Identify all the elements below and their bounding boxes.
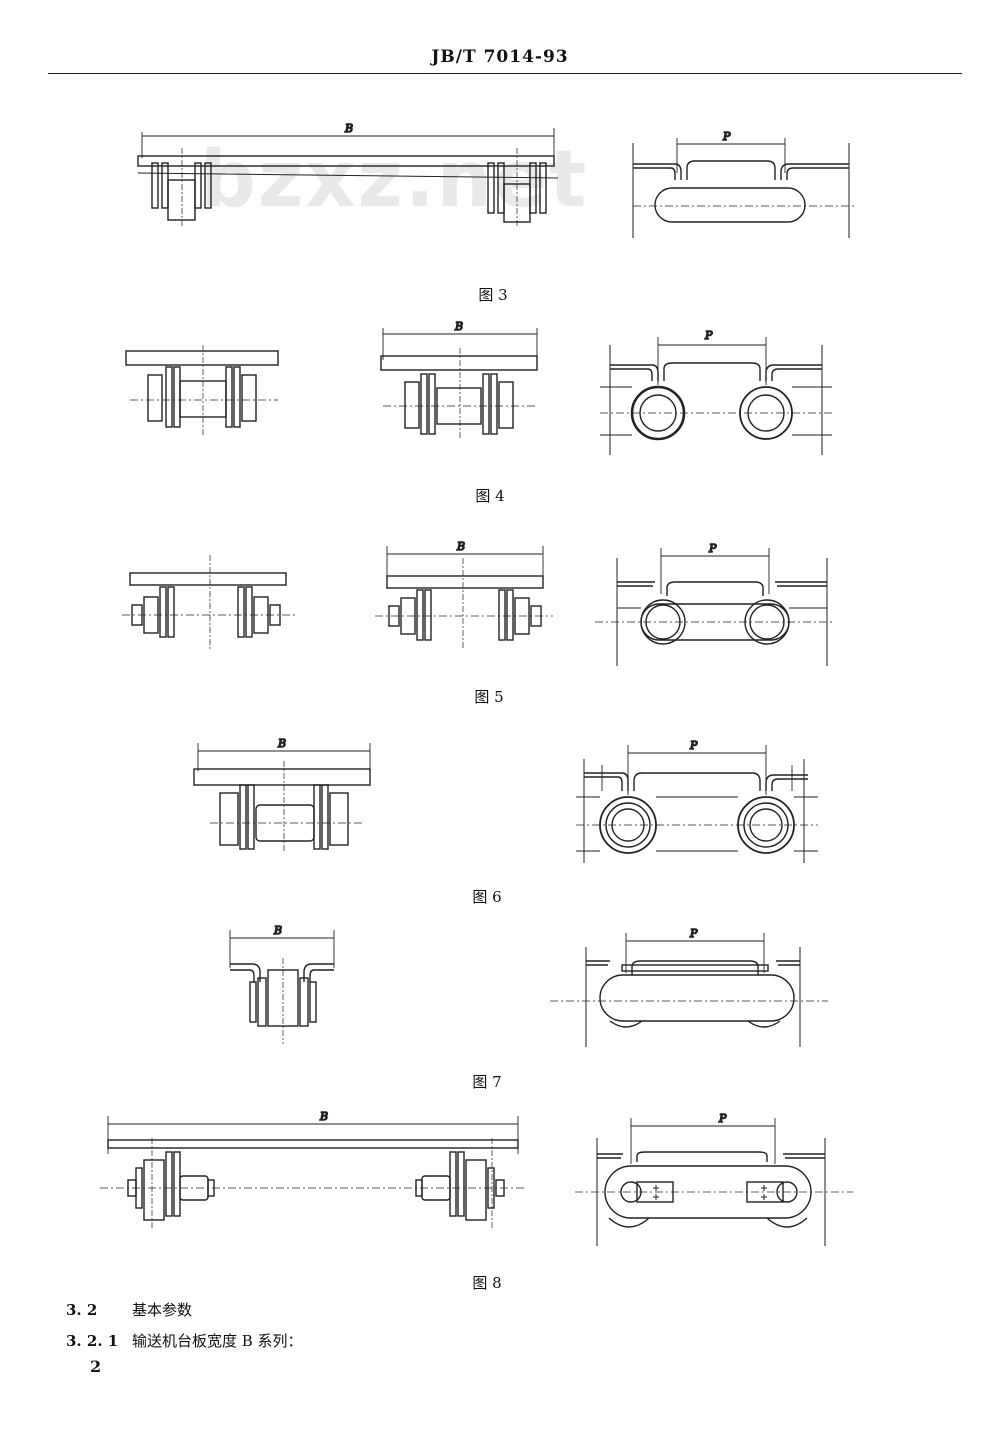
section-3-2: 3. 2 基本参数 bbox=[66, 1299, 192, 1320]
fig6-dim-b: B bbox=[277, 737, 286, 750]
fig4-dim-p: P bbox=[704, 329, 713, 342]
fig5-plate-view bbox=[122, 555, 297, 650]
page-number: 2 bbox=[90, 1357, 102, 1376]
section-title: 基本参数 bbox=[132, 1301, 193, 1319]
fig3-front-view: B bbox=[137, 121, 559, 228]
fig6-side-view: P bbox=[576, 738, 818, 863]
fig4-plate-view bbox=[125, 345, 279, 435]
fig6-dim-p: P bbox=[689, 739, 698, 752]
fig3-side-view: P bbox=[632, 129, 855, 238]
fig8-dim-b: B bbox=[319, 1110, 328, 1123]
fig3-dim-p: P bbox=[722, 130, 731, 143]
page-header: JB/T 7014-93 bbox=[431, 47, 569, 67]
fig7-dim-b: B bbox=[273, 924, 282, 937]
fig6-caption: 图 6 bbox=[472, 888, 502, 906]
fig7-side-view: P bbox=[550, 926, 828, 1047]
fig7-dim-p: P bbox=[689, 927, 698, 940]
fig5-caption: 图 5 bbox=[474, 688, 504, 706]
fig4-dim-b: B bbox=[454, 320, 463, 333]
fig8-dim-p: P bbox=[718, 1112, 727, 1125]
fig7-caption: 图 7 bbox=[472, 1073, 502, 1091]
fig4-side-view: P bbox=[600, 328, 832, 455]
fig5-dim-p: P bbox=[708, 542, 717, 555]
fig8-front-view: B bbox=[100, 1109, 525, 1230]
section-number: 3. 2. 1 bbox=[66, 1332, 119, 1350]
watermark: bzxz.net bbox=[200, 135, 589, 225]
fig4-front-view: B bbox=[380, 319, 538, 438]
fig5-front-view: B bbox=[375, 539, 553, 650]
fig5-dim-b: B bbox=[456, 540, 465, 553]
section-number: 3. 2 bbox=[66, 1301, 98, 1319]
fig6-front-view: B bbox=[193, 736, 371, 853]
fig7-front-view: B bbox=[229, 923, 335, 1044]
fig4-caption: 图 4 bbox=[475, 487, 505, 505]
section-text: 输送机台板宽度 B 系列： bbox=[132, 1332, 303, 1350]
fig3-caption: 图 3 bbox=[478, 286, 508, 304]
fig5-side-view: P bbox=[595, 541, 835, 666]
header-rule bbox=[48, 73, 962, 74]
section-3-2-1: 3. 2. 1 输送机台板宽度 B 系列： bbox=[66, 1330, 303, 1351]
fig3-dim-b: B bbox=[344, 122, 353, 135]
fig8-side-view: P bbox=[575, 1111, 853, 1246]
fig8-caption: 图 8 bbox=[472, 1274, 502, 1292]
